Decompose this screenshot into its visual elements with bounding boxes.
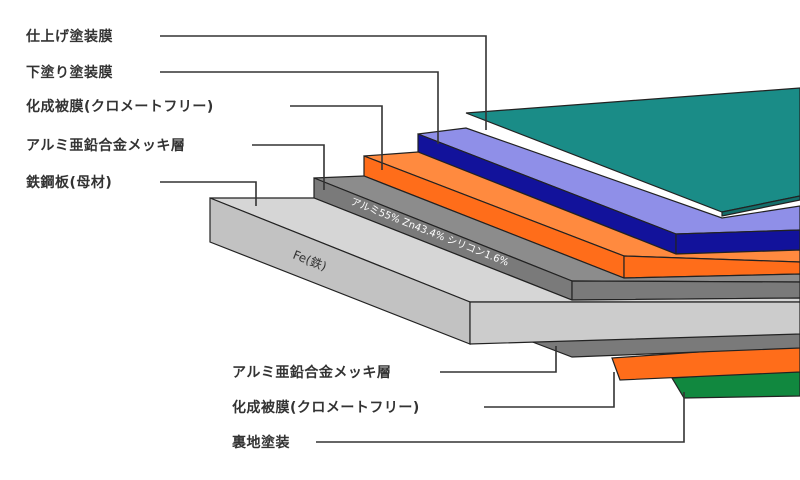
- bottom-conversion-label: 化成被膜(クロメートフリー): [232, 399, 420, 416]
- finish-coat-front: [721, 195, 800, 217]
- conversion-film-leader: [290, 105, 383, 170]
- finish-coat-label: 仕上げ塗装膜: [25, 28, 113, 45]
- base-steel-label: 鉄鋼板(母材): [26, 174, 112, 191]
- conversion-film-front-right: [623, 255, 800, 279]
- bottom-plating-label: アルミ亜鉛合金メッキ層: [232, 364, 391, 381]
- primer-coat-label: 下塗り塗装膜: [26, 64, 113, 81]
- finish-coat-leader: [160, 35, 487, 130]
- bottom-plating-leader: [440, 346, 557, 373]
- steel-plate-front-right: [469, 301, 800, 345]
- primer-coat-front-right: [675, 229, 800, 255]
- alloy-plating-leader: [252, 144, 325, 190]
- alloy-plating-front-right: [571, 280, 800, 301]
- bottom-conversion-leader: [484, 372, 615, 408]
- base-steel-leader: [160, 181, 257, 206]
- primer-coat-leader: [160, 71, 439, 144]
- back-coat-label: 裏地塗装: [231, 434, 290, 451]
- back-coat-leader: [316, 392, 685, 443]
- finish-coat-top: [465, 87, 800, 213]
- conversion-film-label: 化成被膜(クロメートフリー): [26, 98, 214, 115]
- alloy-plating-label: アルミ亜鉛合金メッキ層: [26, 137, 185, 154]
